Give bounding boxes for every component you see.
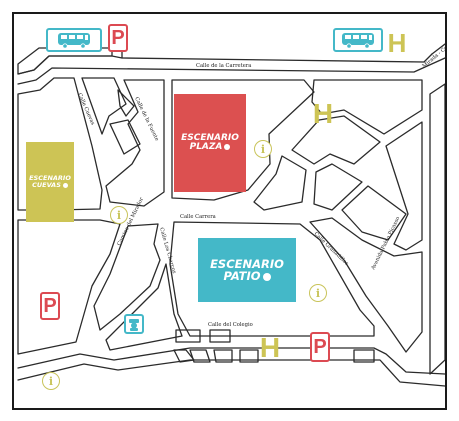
block-outline — [429, 83, 445, 375]
venue-dot-icon — [262, 272, 271, 281]
venue-escenario-plaza[interactable]: ESCENARIO PLAZA — [174, 94, 246, 192]
block-outline — [17, 219, 121, 355]
block-outline — [17, 55, 123, 75]
block-outline — [121, 47, 433, 63]
block-outline — [341, 185, 407, 241]
bus-icon — [58, 33, 90, 49]
info-icon: i — [42, 372, 60, 390]
hotel-sign-icon: H — [259, 332, 281, 363]
block-outline — [311, 79, 423, 135]
parking-sign-icon: P — [40, 292, 60, 320]
venue-dot-icon — [62, 182, 68, 188]
street-label-carrera: Calle Carrera — [180, 214, 216, 220]
block-outline — [93, 223, 161, 331]
venue-line2: PATIO — [223, 269, 261, 283]
block-outline — [17, 347, 445, 375]
block-outline — [189, 349, 211, 363]
street-label-fuente: Calle de la Fuente — [133, 96, 159, 142]
venue-line2: PLAZA — [189, 142, 223, 152]
block-outline — [105, 79, 165, 207]
block-outline — [253, 155, 307, 211]
police-icon — [129, 319, 139, 331]
block-outline — [175, 329, 201, 343]
block-outline — [81, 77, 127, 135]
venue-line2: CUEVAS — [32, 181, 61, 189]
street-label-colegio: Calle del Colegio — [208, 322, 253, 328]
street-label-charcos: Calle Los Charcos — [158, 227, 177, 275]
block-outline — [309, 217, 423, 353]
venue-dot-icon — [224, 143, 231, 150]
block-outline — [109, 119, 141, 155]
block-outline — [171, 79, 315, 201]
block-outline — [431, 43, 445, 55]
venue-escenario-cuevas[interactable]: ESCENARIO CUEVAS — [26, 142, 74, 222]
street-label-mirada-coin: Mirada - Coín — [421, 41, 445, 70]
info-icon: i — [254, 140, 272, 158]
block-outline — [385, 121, 423, 251]
map-frame: Calle de la Carretera Calle de la Fuente… — [12, 12, 447, 410]
block-outline — [105, 263, 183, 351]
block-outline — [117, 89, 135, 117]
block-outline — [17, 57, 445, 85]
venue-escenario-patio[interactable]: ESCENARIO PATIO — [198, 238, 296, 302]
block-outline — [213, 349, 233, 363]
bus-icon — [46, 28, 102, 52]
road-network — [17, 43, 445, 387]
venue-line1: ESCENARIO — [210, 256, 284, 271]
hotel-sign-icon: H — [387, 27, 407, 58]
venue-line1: ESCENARIO — [181, 132, 239, 143]
block-outline — [353, 349, 375, 363]
street-label-granadillos: Calle Granadillos — [313, 231, 350, 267]
hotel-sign-icon: H — [312, 98, 334, 129]
street-map: Calle de la Carretera Calle de la Fuente… — [17, 41, 445, 387]
bus-icon — [342, 33, 374, 49]
block-outline — [291, 115, 381, 165]
block-outline — [17, 359, 445, 387]
parking-sign-icon: P — [108, 24, 128, 52]
street-label-carretera: Calle de la Carretera — [196, 63, 251, 69]
parking-sign-icon: P — [310, 332, 330, 362]
block-outline — [313, 163, 363, 211]
info-icon: i — [110, 206, 128, 224]
info-icon: i — [309, 284, 327, 302]
block-outline — [239, 349, 259, 363]
bus-icon — [333, 28, 383, 52]
block-outline — [169, 221, 375, 337]
police-icon — [124, 314, 144, 334]
venue-line1: ESCENARIO — [29, 174, 71, 183]
street-label-pablo-picasso: Avenida Pablo Picasso — [370, 216, 401, 272]
block-outline — [209, 329, 231, 343]
